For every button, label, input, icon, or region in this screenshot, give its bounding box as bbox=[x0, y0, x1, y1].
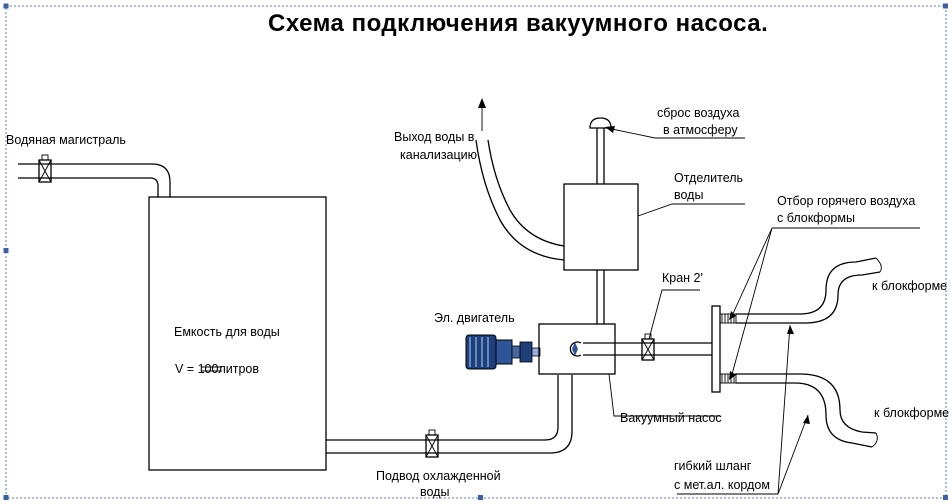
label-motor: Эл. двигатель bbox=[434, 311, 515, 325]
flexible-hose-bottom bbox=[736, 373, 878, 448]
pump-inlet-fitting bbox=[569, 341, 582, 357]
diagram-title: Схема подключения вакуумного насоса. bbox=[268, 10, 768, 37]
label-hose-1: гибкий шланг bbox=[674, 459, 752, 473]
water-tank bbox=[148, 196, 327, 471]
air-vent-cap bbox=[589, 117, 612, 129]
label-separator-1: Отделитель bbox=[674, 171, 743, 185]
label-hose-2: с мет.ал. кордом bbox=[674, 478, 770, 492]
water-separator bbox=[563, 183, 639, 271]
vacuum-pump bbox=[538, 323, 616, 375]
manifold-flange bbox=[711, 305, 721, 393]
pump-riser-pipe bbox=[596, 270, 605, 324]
label-cooled-water-1: Подвод охлажденной bbox=[376, 469, 501, 483]
leader-air-release bbox=[606, 127, 745, 139]
label-air-release-1: сброс воздуха bbox=[657, 106, 739, 120]
arrowhead-icon bbox=[605, 126, 615, 133]
label-pump: Вакуумный насос bbox=[620, 411, 722, 425]
water-outlet-pipe bbox=[475, 139, 565, 261]
flange-fitting-bottom bbox=[719, 373, 737, 384]
suction-pipe bbox=[583, 342, 712, 356]
leader-valve bbox=[648, 289, 700, 340]
selection-handle[interactable] bbox=[478, 495, 483, 500]
outlet-arrow-icon bbox=[478, 98, 486, 108]
arrowhead-icon bbox=[729, 371, 736, 380]
water-main-valve bbox=[38, 154, 52, 183]
cooled-water-valve bbox=[425, 429, 439, 458]
air-vent-pipe bbox=[596, 128, 605, 184]
leader-separator bbox=[637, 203, 745, 217]
flexible-hose-top bbox=[736, 257, 882, 324]
label-to-mold-bottom: к блокформе bbox=[874, 406, 949, 420]
cooled-water-pipe bbox=[326, 375, 573, 454]
arrowhead-icon bbox=[803, 415, 810, 424]
label-tank-volume: V = 100литров bbox=[175, 362, 259, 376]
label-water-outlet-1: Выход воды в bbox=[394, 130, 475, 144]
label-hot-air-2: с блокформы bbox=[777, 211, 855, 225]
electric-motor bbox=[465, 334, 541, 370]
label-air-release-2: в атмосферу bbox=[663, 123, 738, 137]
selection-handle[interactable] bbox=[3, 3, 9, 9]
water-main-pipe bbox=[18, 163, 171, 197]
label-cooled-water-2: воды bbox=[420, 485, 449, 499]
leader-pump bbox=[608, 373, 720, 417]
arrowhead-icon bbox=[787, 325, 794, 334]
selection-handle[interactable] bbox=[943, 495, 948, 500]
flange-fitting-top bbox=[719, 313, 737, 324]
label-separator-2: воды bbox=[674, 188, 703, 202]
selection-handle[interactable] bbox=[943, 3, 948, 9]
selection-frame bbox=[5, 5, 947, 499]
label-tank: Емкость для воды bbox=[174, 325, 280, 339]
selection-handle[interactable] bbox=[3, 248, 9, 253]
label-hot-air-1: Отбор горячего воздуха bbox=[777, 194, 915, 208]
label-valve: Кран 2' bbox=[662, 271, 703, 285]
leader-hose bbox=[677, 324, 809, 495]
label-water-outlet-2: канализацию bbox=[400, 148, 477, 162]
label-water-main: Водяная магистраль bbox=[6, 133, 126, 147]
label-to-mold-top: к блокформе bbox=[872, 279, 947, 293]
equals-sign bbox=[201, 366, 222, 372]
leader-hot-air-arrows bbox=[730, 227, 773, 379]
arrowhead-icon bbox=[729, 311, 736, 320]
suction-valve bbox=[641, 333, 655, 361]
selection-handle[interactable] bbox=[3, 495, 9, 500]
